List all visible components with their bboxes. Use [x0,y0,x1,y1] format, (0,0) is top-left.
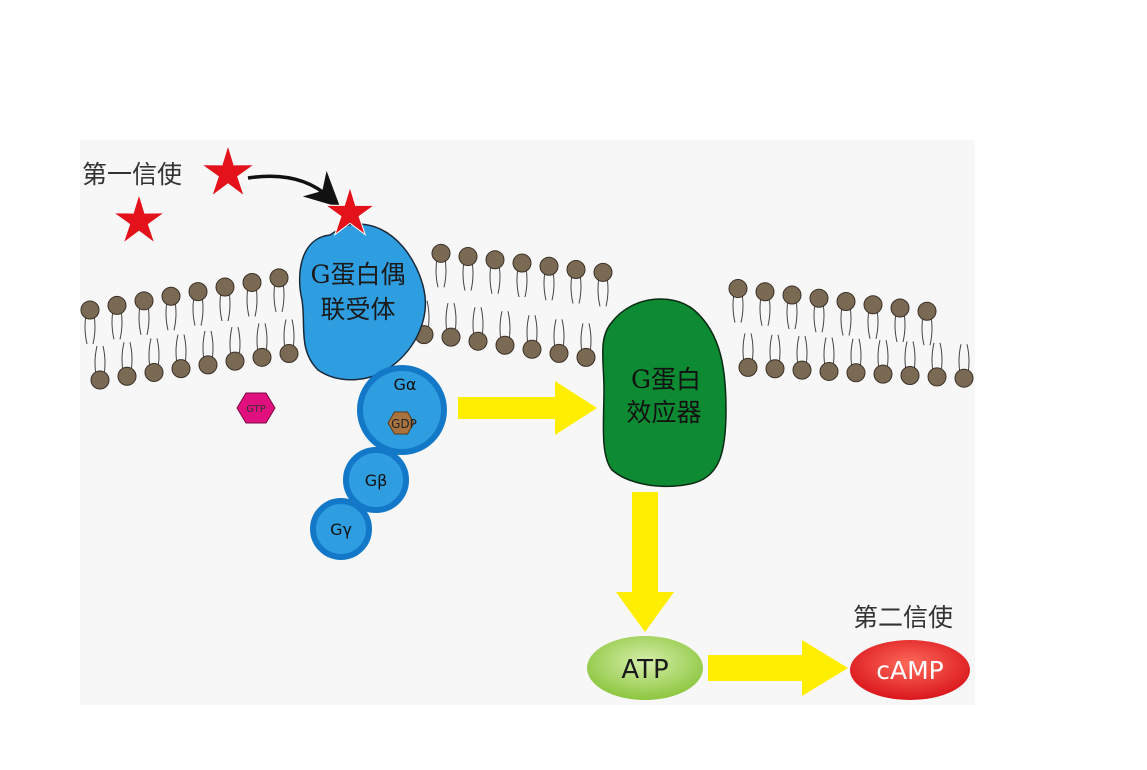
activation-arrow-right [458,381,597,435]
effector-label-line2: 效应器 [626,398,701,427]
lipid-head [495,335,515,355]
gpcr-receptor [298,223,427,381]
receptor-label-line1: G蛋白偶 [311,260,406,289]
conversion-arrow-right [708,640,848,696]
g-alpha-subunit [357,365,447,455]
lipid-head [738,357,758,377]
lipid-head [846,363,866,383]
lipid-head [728,279,748,299]
lipid-head [468,331,488,351]
lipid-head [792,360,812,380]
gdp-label: GDP [391,417,417,431]
lipid-head [576,347,596,367]
lipid-head [90,370,110,390]
atp-label: ATP [621,655,668,685]
g-beta-label: Gβ [365,471,388,490]
lipid-head [252,347,272,367]
lipid-head [593,262,613,282]
lipid-head [269,268,289,288]
lipid-head [836,292,856,312]
receptor-label-line2: 联受体 [320,295,395,324]
atp-molecule [587,636,703,700]
lipid-head [431,243,451,263]
bound-ligand-star-icon [323,185,377,236]
lipid-head [522,339,542,359]
cell-membrane [80,243,974,390]
effector-label-line1: G蛋白 [631,365,701,394]
lipid-head [242,272,262,292]
lipid-head [809,288,829,308]
second-messenger-label: 第二信使 [853,603,953,632]
lipid-head [927,367,947,387]
camp-label: cAMP [876,656,944,685]
lipid-head [215,277,235,297]
lipid-head [161,286,181,306]
lipid-head [755,282,775,302]
lipid-head [954,368,974,388]
g-gamma-subunit [310,498,372,560]
lipid-head [279,344,299,364]
lipid-head [782,285,802,305]
lipid-head [485,250,505,270]
lipid-head [819,361,839,381]
lipid-head [566,260,586,280]
lipid-head [188,282,208,302]
lipid-head [863,295,883,315]
lipid-head [512,253,532,273]
g-gamma-label: Gγ [330,520,352,539]
lipid-head [225,351,245,371]
lipid-head [117,366,137,386]
g-protein-effector [601,298,727,488]
lipid-head [458,247,478,267]
lipid-head [765,359,785,379]
lipid-head [171,359,191,379]
lipid-head [80,300,100,320]
lipid-head [107,295,127,315]
activation-arrow-down [616,492,674,632]
lipid-head [549,343,569,363]
first-messenger-label: 第一信使 [82,160,182,189]
gtp-hexagon [236,392,276,424]
lipid-head [539,256,559,276]
lipid-head [890,298,910,318]
g-alpha-label: Gα [394,375,417,394]
lipid-head [134,291,154,311]
background-panel [80,140,975,705]
camp-molecule [850,640,970,700]
first-messenger-star-icon [203,147,253,195]
curved-arrow-icon [247,170,341,208]
lipid-head [917,301,937,321]
lipid-head [441,327,461,347]
lipid-head [900,366,920,385]
first-messenger-star-icon [115,196,163,242]
lipid-head [144,362,164,382]
lipid-head [873,364,893,384]
lipid-head [198,355,218,375]
g-beta-subunit [343,447,409,513]
gtp-label: GTP [246,404,266,415]
gdp-hexagon [387,411,415,435]
